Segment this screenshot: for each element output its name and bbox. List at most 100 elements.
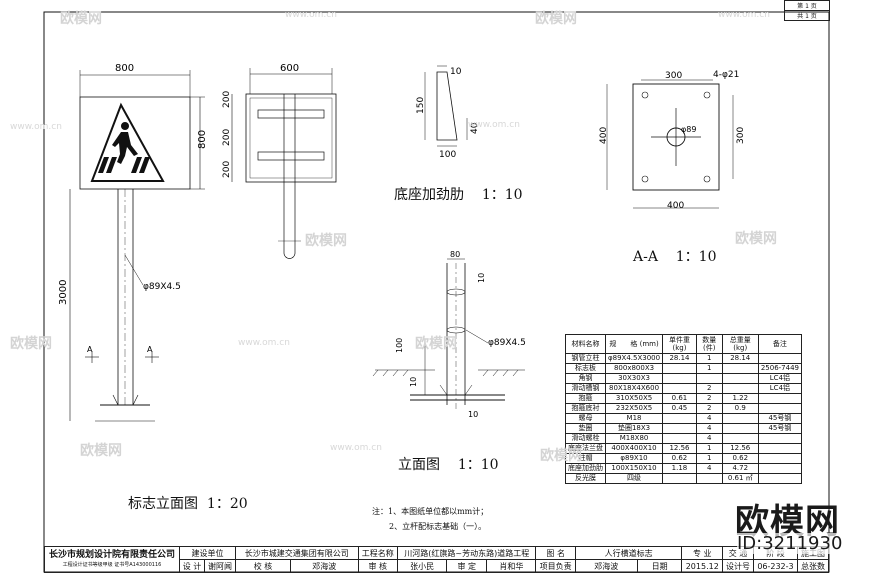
table-cell [721,423,759,434]
header-cell: 数量 (件) [695,334,723,354]
total-label: 总张数 [796,559,830,573]
watermark-logo: 欧模网 [735,231,777,247]
foundation-view: 80 10 φ89X4.5 100 10 10 [372,250,526,419]
sign-elevation-view: 800 800 3000 φ89X4.5 A A [58,63,208,422]
top-view: 600 200 200 200 [222,63,337,259]
company-cell: 长沙市规划设计院有限责任公司 工程设计证书等级甲级 证书号A143000116 [44,546,180,573]
elevation-title: 标志立面图 1：20 [128,496,248,512]
table-cell: 四级 [604,473,664,484]
table-cell: 0.61 [662,393,697,404]
table-cell: 400X400X10 [604,443,664,454]
table-cell: LC4铝 [757,373,803,384]
header-cell: 总重量 (kg) [721,334,759,354]
approver: 肖和华 [486,559,537,573]
watermark-logo: 欧模网 [60,11,102,27]
table-cell: 1 [695,453,723,464]
table-cell: 0.62 [721,453,759,464]
table-cell [695,373,723,384]
table-cell [757,393,803,404]
table-cell: 0.61 ㎡ [721,473,759,484]
table-cell: 12.56 [662,443,697,454]
company-name: 长沙市规划设计院有限责任公司 [48,549,175,560]
watermark-url: www.om.cn [330,443,382,453]
table-cell: 4 [695,463,723,474]
section-mark-left: A [87,345,93,354]
table-cell: 28.14 [721,353,759,364]
table-cell: 2 [695,383,723,394]
table-cell: 滑动槽钢 [565,383,606,394]
top-dim-200a: 200 [222,91,232,108]
aa-dim-300-side: 300 [736,127,746,144]
dim-post-height: 3000 [58,280,69,305]
table-cell: 钢管立柱 [565,353,606,364]
table-cell [662,433,697,444]
table-cell: 30X30X3 [604,373,664,384]
table-cell: 1 [695,363,723,374]
aa-hole-label: 4-φ21 [713,70,739,80]
table-cell [662,363,697,374]
table-cell: φ89X4.5X3000 [604,353,664,364]
table-cell: 螺母 [565,413,606,424]
sheet-page: 第 1 页 [784,0,830,11]
table-cell [721,363,759,374]
table-cell: 滑动螺栓 [565,433,606,444]
table-cell: 4 [695,413,723,424]
header-cell: 备注 [757,334,803,354]
foundation-title: 立面图 1：10 [398,457,499,473]
top-dim-200c: 200 [222,161,232,178]
watermark-url: www.om.cn [238,338,290,348]
table-cell: 底座加劲肋 [565,463,606,474]
table-cell [721,433,759,444]
brand-id: ID:3211930 [737,533,843,554]
rib-dim-40: 40 [470,122,480,134]
table-cell [757,443,803,454]
checker: 邓海波 [289,559,359,573]
drawing-label: 图 名 [535,546,576,560]
sheet-total: 共 1 页 [784,10,830,21]
watermark-url: www.om.cn [285,10,337,20]
table-cell: 4.72 [721,463,759,474]
lead: 邓海波 [574,559,638,573]
design-label: 设 计 [178,559,206,573]
reviewer: 张小民 [396,559,448,573]
table-cell [757,463,803,474]
table-cell: 4 [695,423,723,434]
title-block: 长沙市规划设计院有限责任公司 工程设计证书等级甲级 证书号A143000116 … [44,546,830,573]
watermark-url: www.om.cn [468,120,520,130]
rib-dim-100: 100 [439,150,456,160]
fd-dim-10c: 10 [468,410,478,419]
table-cell: M18X80 [604,433,664,444]
dim-height: 800 [197,130,208,149]
table-cell: 角钢 [565,373,606,384]
fd-dim-100: 100 [395,338,404,353]
aa-center-label: φ89 [681,125,696,134]
table-cell [757,473,803,484]
table-cell: 抱箍 [565,393,606,404]
project-name: 川河路(红旗路~芳动东路)道路工程 [396,546,537,560]
table-cell: 反光膜 [565,473,606,484]
rib-dim-150: 150 [416,97,426,114]
sheet-box: 第 1 页 共 1 页 [784,0,830,21]
table-cell: 28.14 [662,353,697,364]
aa-dim-400-bottom: 400 [667,201,684,211]
aa-dim-300-top: 300 [665,71,682,81]
dim-width: 800 [115,63,134,74]
header-cell: 材料名称 [565,334,606,354]
header-cell: 规 格 (mm) [604,334,664,354]
lead-label: 项目负责 [535,559,576,573]
table-cell [721,383,759,394]
table-cell [662,413,697,424]
table-cell: LC4铝 [757,383,803,394]
watermark-logo: 欧模网 [415,336,457,352]
table-cell: 0.45 [662,403,697,414]
pedestrian-icon [112,122,138,164]
table-cell: 310X50X5 [604,393,664,404]
top-dim-200b: 200 [222,129,232,146]
table-cell: 0.9 [721,403,759,414]
table-cell: 2 [695,393,723,404]
table-cell [662,423,697,434]
